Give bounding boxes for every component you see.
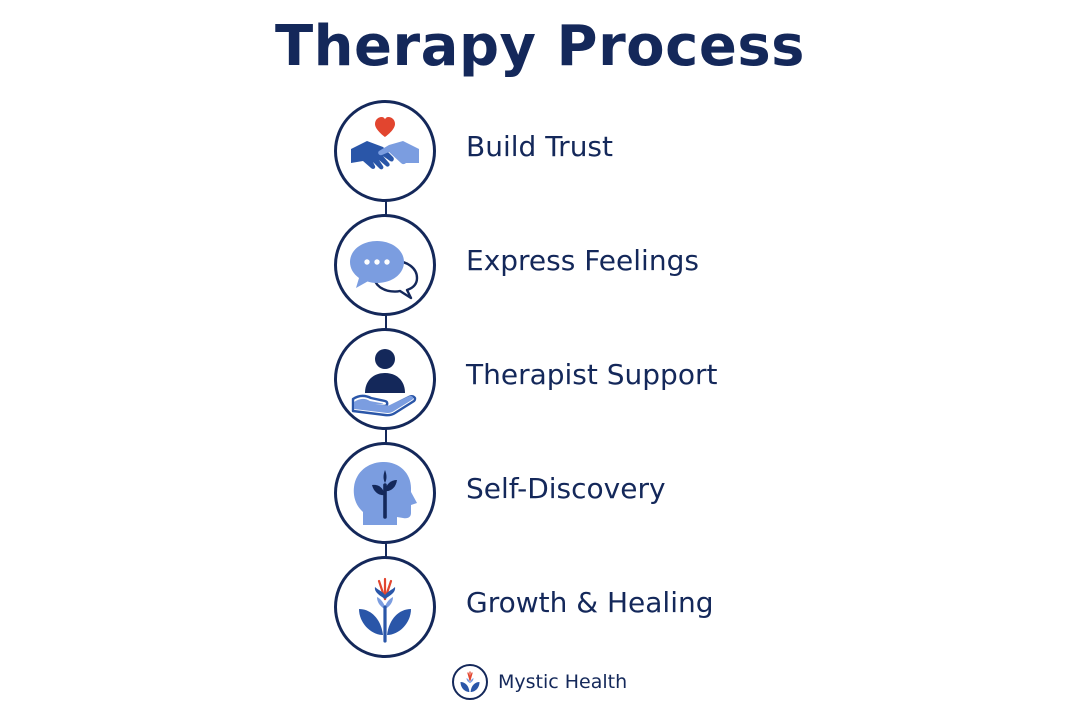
step-self-discovery: Self-Discovery xyxy=(334,442,734,544)
step-growth-healing: Growth & Healing xyxy=(334,556,734,658)
step-icon-circle xyxy=(334,328,436,430)
step-label: Self-Discovery xyxy=(466,472,666,505)
step-icon-circle xyxy=(334,214,436,316)
step-label: Build Trust xyxy=(466,130,613,163)
person-in-hand-icon xyxy=(351,349,417,417)
handshake-heart-icon xyxy=(351,117,419,170)
step-therapist-support: Therapist Support xyxy=(334,328,734,430)
step-build-trust: Build Trust xyxy=(334,100,734,202)
step-icon-circle xyxy=(334,100,436,202)
speech-bubbles-icon xyxy=(350,241,419,300)
step-express-feelings: Express Feelings xyxy=(334,214,734,316)
step-icon-circle xyxy=(334,556,436,658)
lotus-logo-icon xyxy=(452,664,488,700)
step-label: Therapist Support xyxy=(466,358,718,391)
step-label: Growth & Healing xyxy=(466,586,714,619)
brand-name: Mystic Health xyxy=(498,671,628,693)
page-title: Therapy Process xyxy=(274,14,805,79)
step-icon-circle xyxy=(334,442,436,544)
step-label: Express Feelings xyxy=(466,244,699,277)
head-sprout-icon xyxy=(353,462,417,525)
lotus-logo-graphic xyxy=(460,671,480,692)
blooming-plant-icon xyxy=(359,577,411,643)
brand-footer: Mystic Health xyxy=(452,664,692,704)
